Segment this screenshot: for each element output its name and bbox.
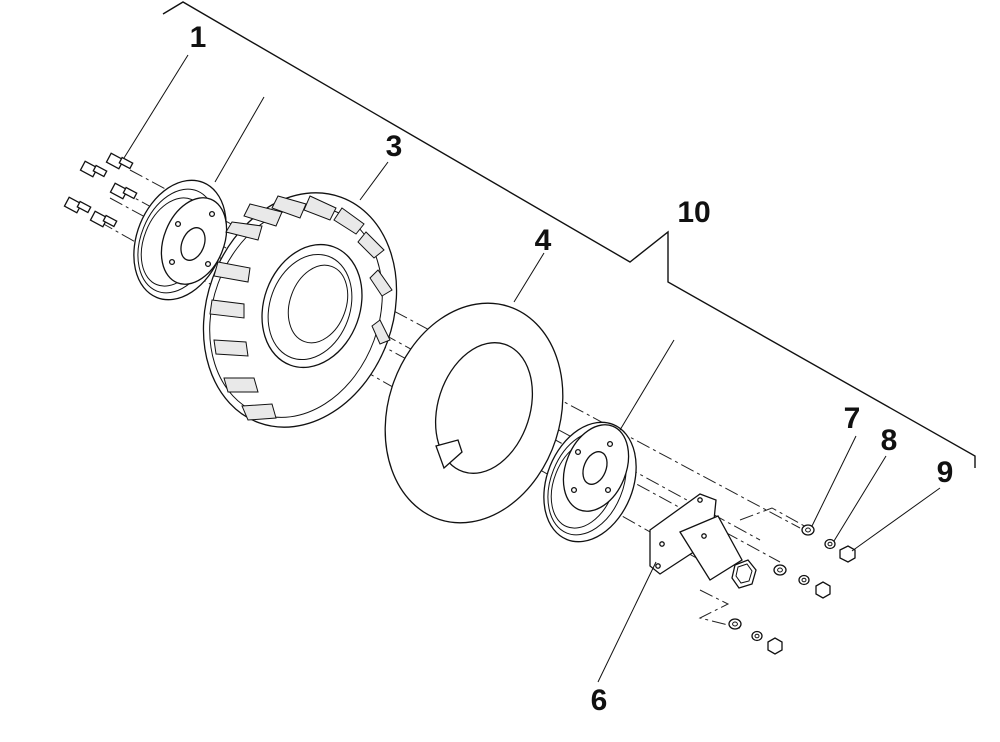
callout-9: 9	[937, 456, 954, 489]
hex-nut	[767, 637, 783, 655]
callout-8: 8	[881, 424, 898, 457]
bolt-group	[63, 152, 138, 228]
callout-4: 4	[535, 224, 552, 257]
bolt	[105, 152, 134, 170]
left-rim-half	[133, 179, 228, 301]
flat-washer	[801, 524, 815, 536]
inner-tube	[384, 302, 564, 524]
callout-3: 3	[386, 130, 403, 163]
flat-washer	[773, 564, 787, 576]
hub-flange	[649, 493, 757, 589]
flat-washer	[728, 618, 742, 630]
hex-nut	[815, 581, 831, 599]
callout-6: 6	[591, 684, 608, 717]
lock-washer	[751, 630, 763, 642]
bolt	[109, 182, 138, 200]
lock-washer	[798, 574, 810, 586]
hardware-set	[728, 524, 856, 655]
valve-stem	[435, 439, 463, 470]
leader-lines	[123, 54, 941, 683]
tire	[202, 192, 398, 428]
bolt	[89, 210, 118, 228]
assembly-bracket-10	[162, 1, 976, 468]
hex-nut	[839, 545, 856, 563]
right-rim-half	[543, 421, 637, 543]
lock-washer	[824, 538, 836, 550]
bolt	[63, 196, 92, 214]
callout-10: 10	[677, 196, 710, 229]
callout-7: 7	[844, 402, 861, 435]
bolt	[79, 160, 108, 178]
callout-1: 1	[190, 21, 207, 54]
callout-labels: 1 3 4 6 7 8 9 10	[190, 21, 954, 717]
